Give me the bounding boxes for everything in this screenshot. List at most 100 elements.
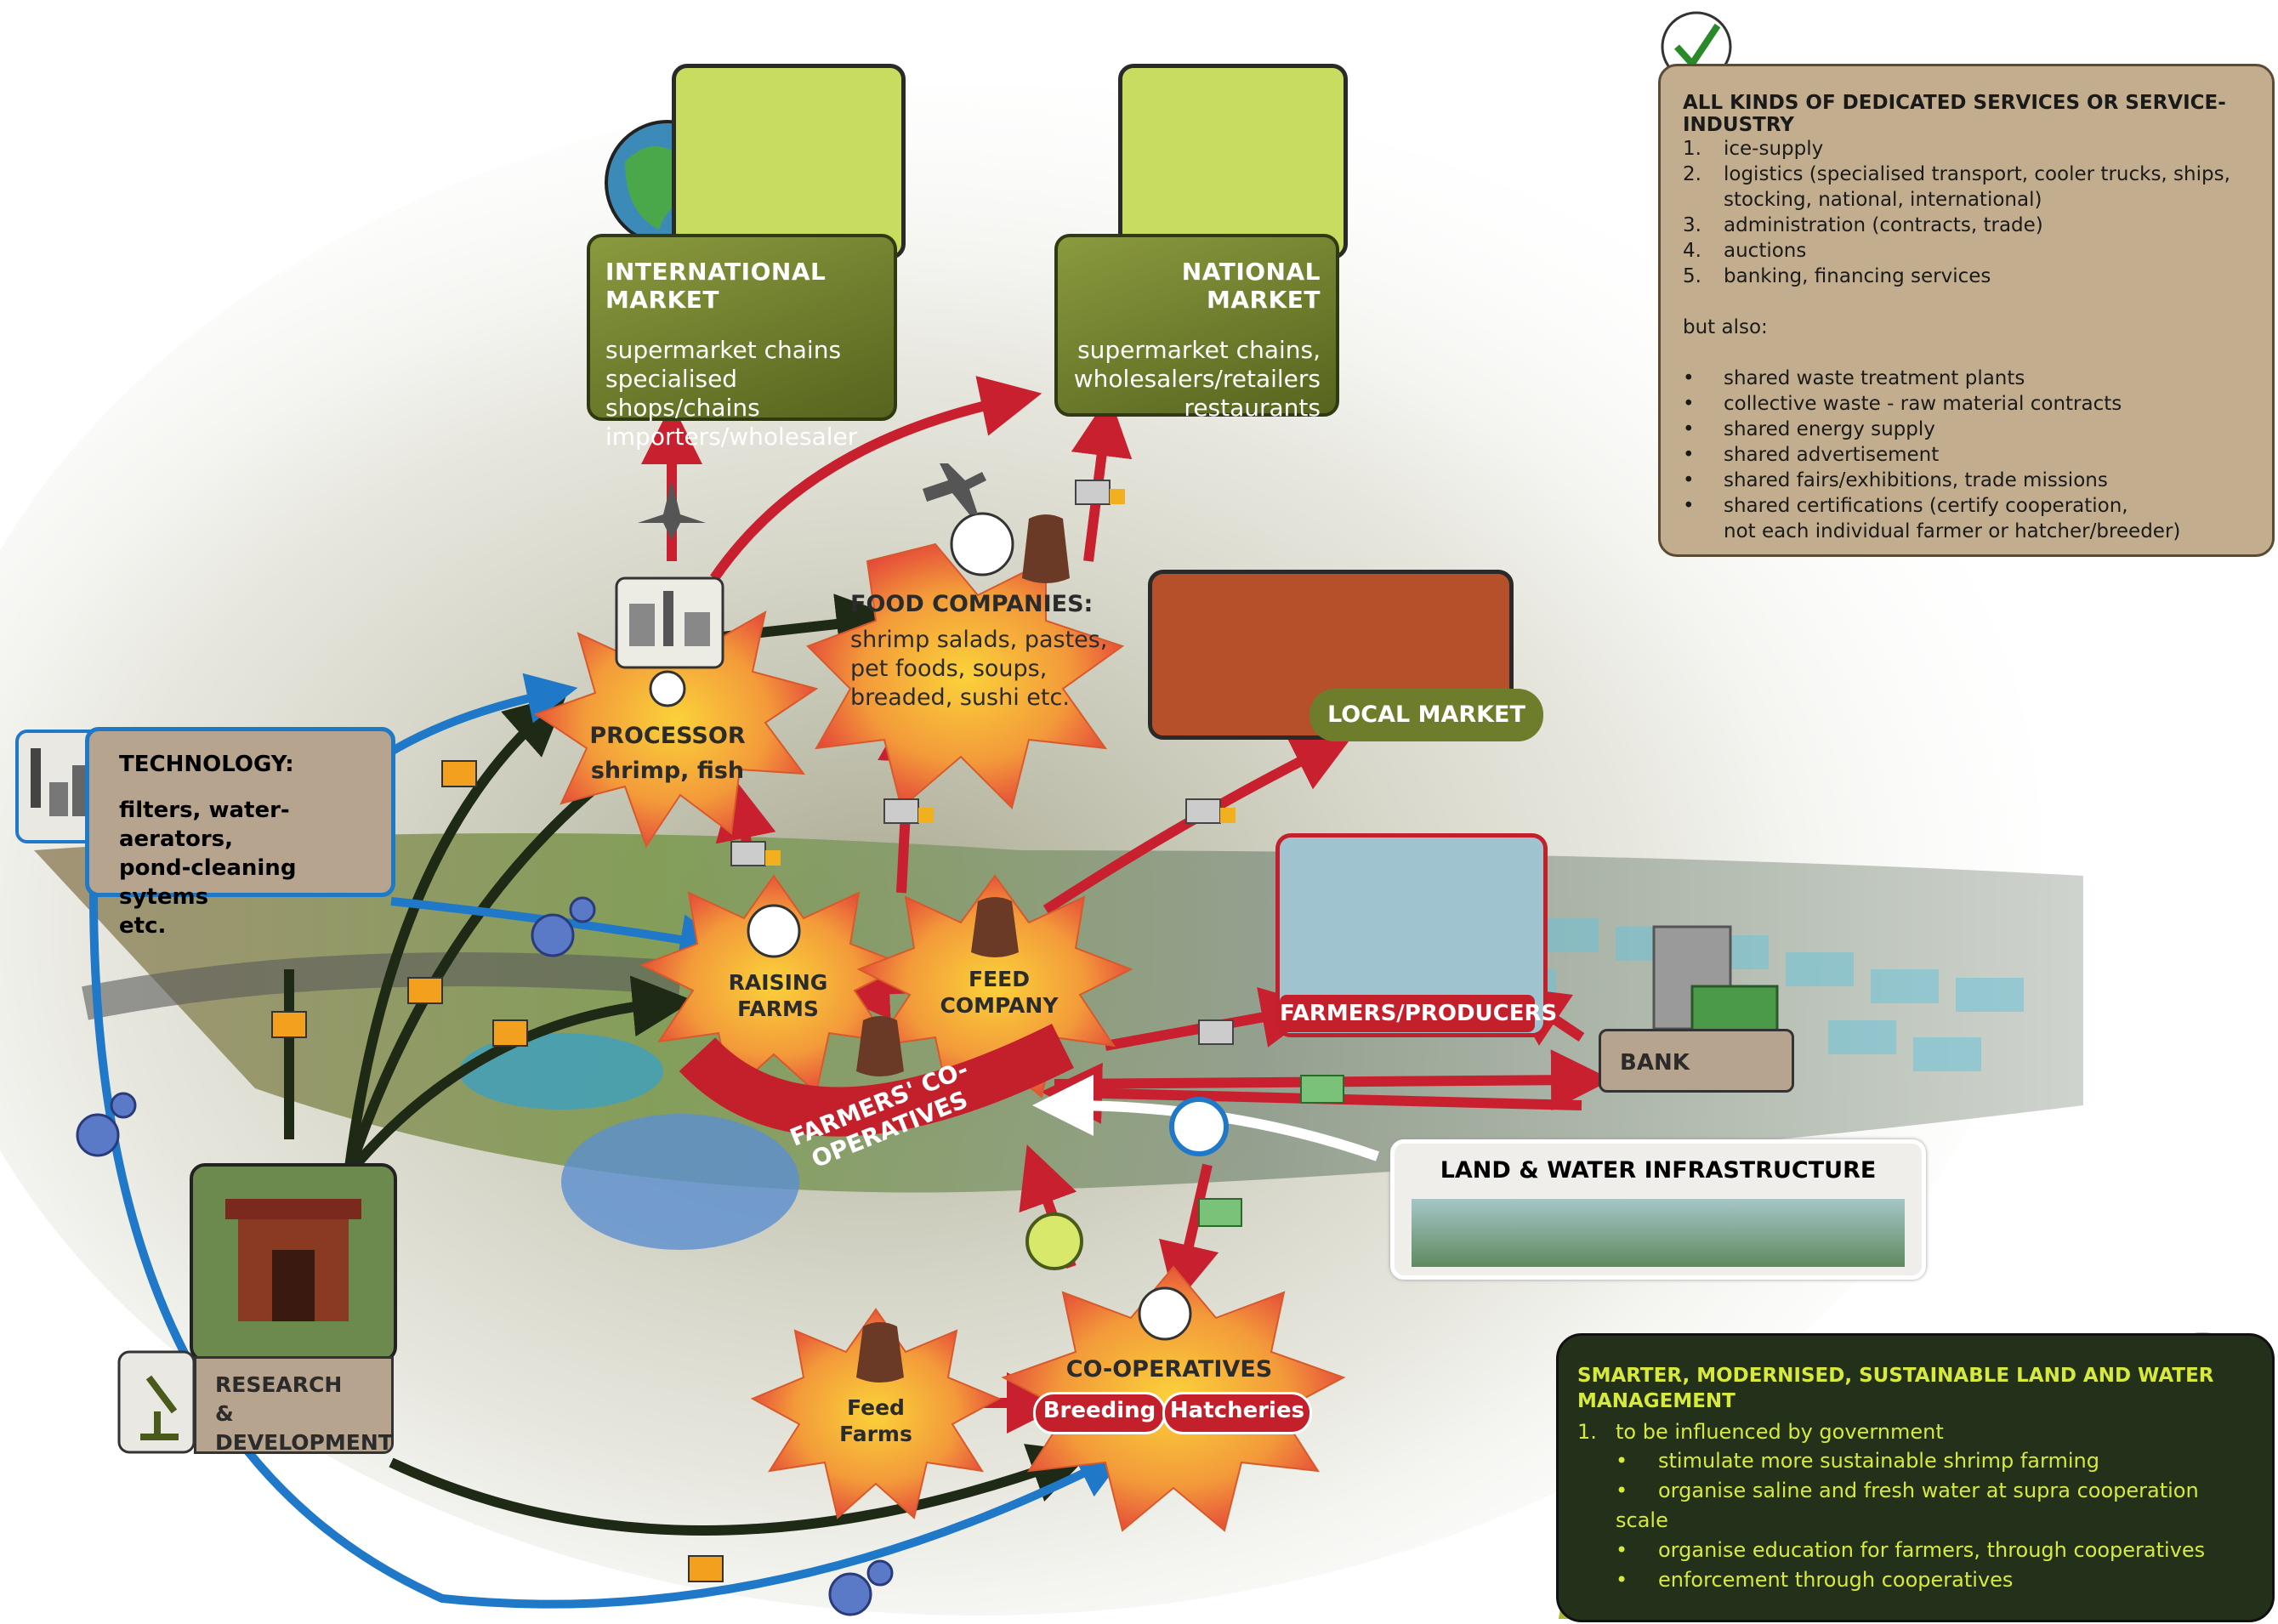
feed-farms-label: Feed Farms — [825, 1394, 927, 1447]
feed-farms-line: Feed — [847, 1395, 905, 1420]
sack-icons — [856, 514, 1070, 1383]
bullet-glyph: • — [1683, 444, 1695, 466]
international-market-illustration — [672, 64, 906, 259]
smarter-item-number: 1. — [1577, 1420, 1597, 1444]
smarter-title: SMARTER, MODERNISED, SUSTAINABLE LAND AN… — [1577, 1365, 2214, 1387]
water-body — [561, 1114, 799, 1250]
item-text: banking, financing services — [1724, 265, 1991, 287]
cooperatives-banner — [679, 1024, 1074, 1137]
road — [82, 952, 682, 1020]
recycle-icon — [1025, 1212, 1083, 1270]
services-numbered-item: 3. administration (contracts, trade) — [1683, 213, 2250, 238]
hatcheries-pill: Hatcheries — [1162, 1392, 1312, 1434]
international-market-box: INTERNATIONAL MARKET supermarket chains … — [587, 234, 897, 451]
international-market-line: importers/wholesaler — [605, 423, 858, 451]
food-companies-line: breaded, sushi etc. — [850, 684, 1070, 711]
national-market-box: NATIONAL MARKET supermarket chains, whol… — [1054, 234, 1339, 422]
food-companies-label: FOOD COMPANIES: shrimp salads, pastes, p… — [850, 591, 1139, 713]
processor-sub: shrimp, fish — [590, 758, 745, 784]
item-number: 4. — [1683, 240, 1701, 262]
smarter-bullet-item: •organise saline and fresh water at supr… — [1577, 1476, 2255, 1536]
gear-icons — [76, 896, 894, 1616]
airplane-icons — [638, 463, 986, 540]
item-number: 3. — [1683, 214, 1701, 236]
services-bullet-item: not each individual farmer or hatcher/br… — [1683, 519, 2250, 544]
services-panel: ALL KINDS OF DEDICATED SERVICES OR SERVI… — [1658, 64, 2275, 557]
feed-company-line: COMPANY — [940, 993, 1059, 1018]
research-line: RESEARCH — [215, 1372, 343, 1397]
item-text: not each individual farmer or hatcher/br… — [1724, 520, 2181, 542]
computer-icons — [271, 760, 724, 1582]
item-text: stocking, national, international) — [1724, 189, 2042, 211]
item-text: auctions — [1724, 240, 1807, 262]
services-bullet-item: •shared waste treatment plants — [1683, 366, 2250, 391]
land-water-photo — [1412, 1199, 1905, 1267]
item-text: collective waste - raw material contract… — [1724, 393, 2122, 415]
item-text: organise saline and fresh water at supra… — [1616, 1479, 2199, 1532]
national-market-title: NATIONAL MARKET — [1181, 258, 1321, 314]
microscope-icon — [117, 1350, 196, 1454]
raising-farms-line: RAISING — [728, 970, 828, 995]
local-market-label: LOCAL MARKET — [1309, 689, 1543, 741]
feed-farms-line: Farms — [839, 1422, 912, 1446]
item-text: administration (contracts, trade) — [1724, 214, 2043, 236]
item-text: stimulate more sustainable shrimp farmin… — [1658, 1449, 2099, 1473]
item-text: shared certifications (certify cooperati… — [1724, 495, 2128, 517]
technology-box: TECHNOLOGY: filters, water-aerators, pon… — [85, 727, 395, 939]
smarter-bullet-item: • stimulate more sustainable shrimp farmi… — [1577, 1446, 2255, 1476]
shrimp-icons — [649, 512, 1192, 1341]
bullet-glyph: • — [1683, 418, 1695, 440]
bullet-glyph: • — [1616, 1479, 1628, 1502]
bullet-glyph: • — [1683, 393, 1695, 415]
item-number: 5. — [1683, 265, 1701, 287]
services-numbered-item: 1.ice-supply — [1683, 136, 2250, 162]
services-title: ALL KINDS OF DEDICATED SERVICES OR SERVI… — [1683, 92, 2226, 136]
temple-illustration — [190, 1163, 397, 1362]
land-water-box: LAND & WATER INFRASTRUCTURE — [1390, 1139, 1926, 1280]
services-bullet-item: •shared advertisement — [1683, 442, 2250, 468]
item-text: enforcement through cooperatives — [1658, 1568, 2014, 1592]
item-text: shared waste treatment plants — [1724, 367, 2025, 389]
raising-farms-line: FARMS — [737, 997, 819, 1021]
technology-title: TECHNOLOGY: — [119, 752, 294, 777]
services-bullet-item: •shared energy supply — [1683, 417, 2250, 442]
food-companies-star — [806, 542, 1125, 809]
farmers-producers-label: FARMERS/PRODUCERS — [1280, 995, 1557, 1032]
international-market-line: supermarket chains — [605, 336, 842, 364]
bullet-glyph: • — [1683, 469, 1695, 491]
international-market-line: specialised shops/chains — [605, 365, 760, 422]
item-number: 2. — [1683, 163, 1701, 185]
food-companies-line: pet foods, soups, — [850, 656, 1048, 682]
item-text: organise education for farmers, through … — [1658, 1538, 2206, 1562]
bullet-glyph: • — [1616, 1538, 1628, 1562]
raising-farms-label: RAISING FARMS — [714, 969, 842, 1022]
processor-label: PROCESSOR shrimp, fish — [578, 723, 757, 784]
land-water-title: LAND & WATER INFRASTRUCTURE — [1440, 1157, 1877, 1184]
smarter-bullet-list: • stimulate more sustainable shrimp farmi… — [1577, 1446, 2255, 1595]
raising-farms-star — [639, 874, 908, 1094]
feed-company-line: FEED — [969, 967, 1030, 991]
services-numbered-item: 2.logistics (specialised transport, cool… — [1683, 162, 2250, 187]
food-companies-line: shrimp salads, pastes, — [850, 627, 1108, 653]
processor-title: PROCESSOR — [589, 723, 746, 749]
smarter-bullet-item: •enforcement through cooperatives — [1577, 1565, 2255, 1595]
money-icons — [1198, 1075, 1344, 1227]
services-but-also: but also: — [1683, 316, 1768, 338]
international-market-title: INTERNATIONAL MARKET — [605, 258, 827, 314]
pond — [459, 1033, 663, 1110]
feed-farms-star — [750, 1308, 1002, 1519]
bullet-glyph: • — [1683, 495, 1695, 517]
services-bullet-item: •shared fairs/exhibitions, trade mission… — [1683, 468, 2250, 493]
bank-label: BANK — [1599, 1029, 1794, 1093]
smarter-item: to be influenced by government — [1616, 1420, 1944, 1444]
factory-icon — [615, 576, 724, 669]
feed-company-label: FEED COMPANY — [927, 966, 1071, 1019]
bullet-glyph: • — [1616, 1449, 1628, 1473]
technology-line: filters, water-aerators, — [119, 798, 290, 852]
technology-line: pond-cleaning sytems — [119, 855, 297, 910]
services-bullet-list: •shared waste treatment plants•collectiv… — [1683, 366, 2250, 544]
research-line: & DEVELOPMENT — [215, 1401, 393, 1455]
smarter-title: MANAGEMENT — [1577, 1390, 1735, 1412]
